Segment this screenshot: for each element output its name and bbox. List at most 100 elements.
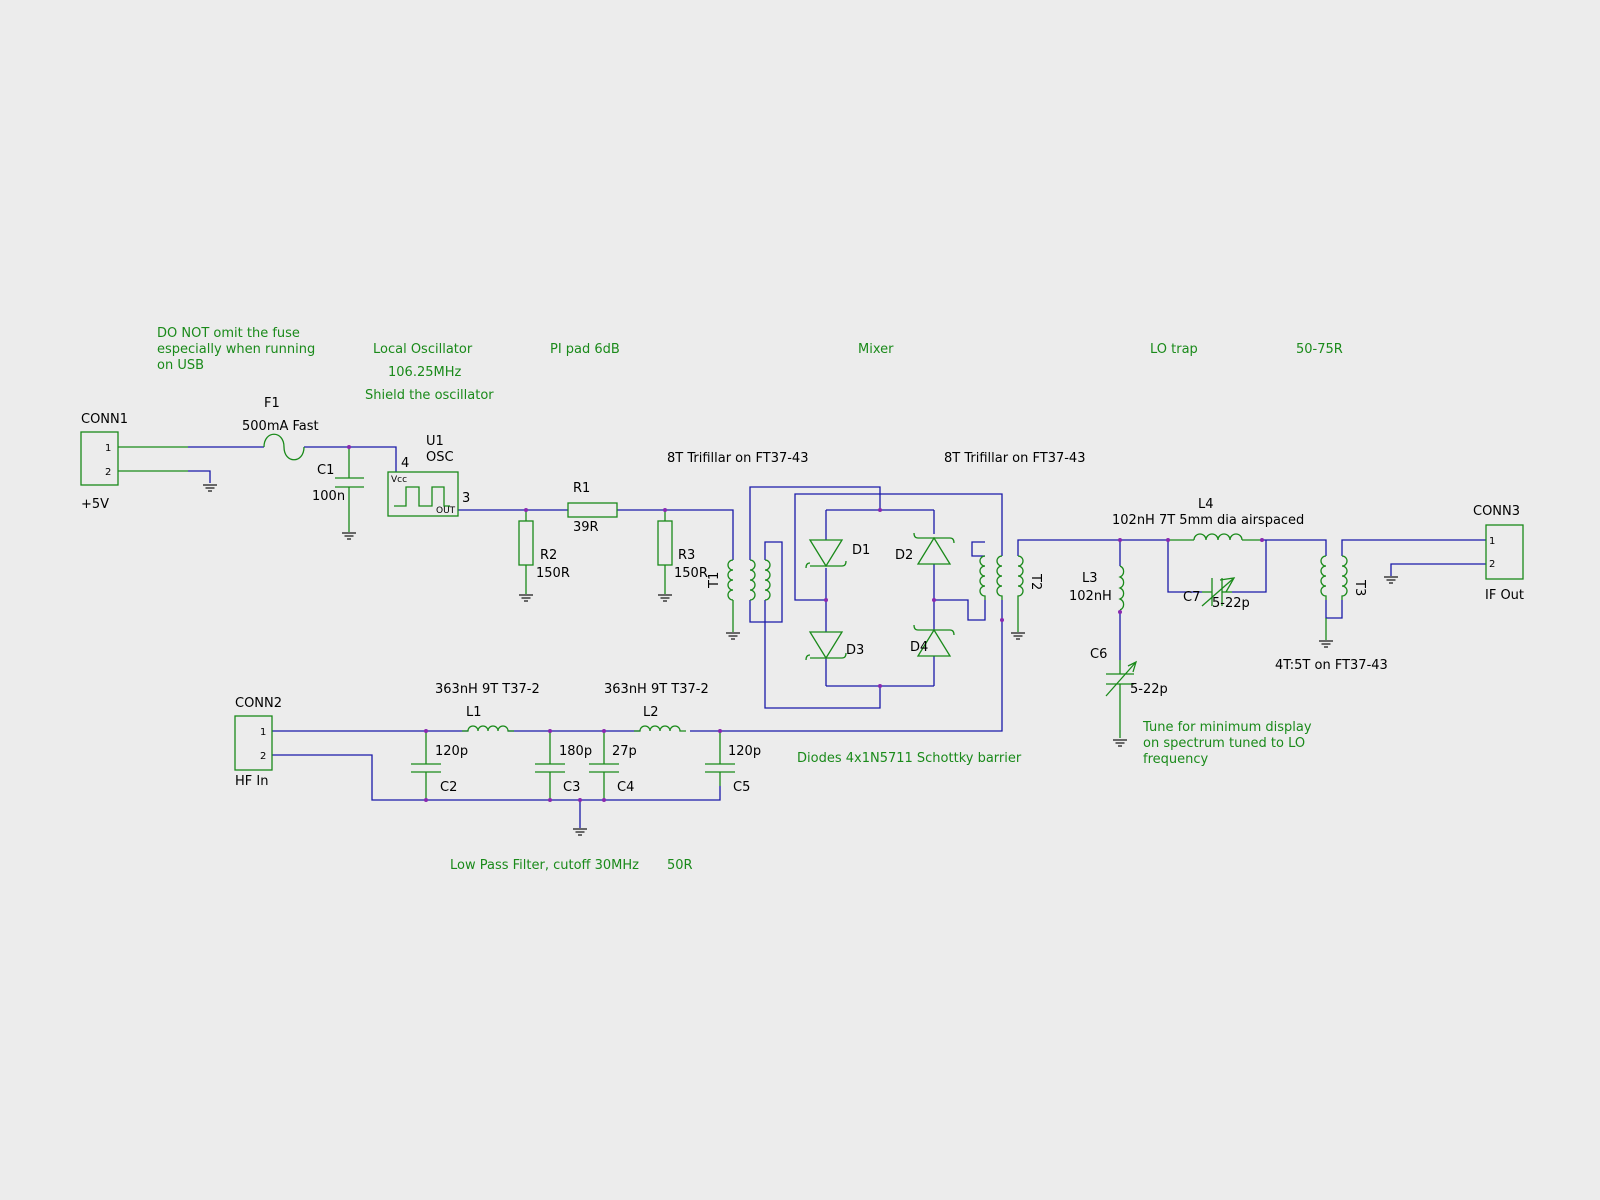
c4-value: 27p — [612, 744, 637, 759]
junction-dot — [1166, 538, 1170, 542]
ground-icon — [518, 594, 534, 602]
r3[interactable]: R3 150R — [657, 510, 708, 594]
l2[interactable]: L2 363nH 9T T37-2 — [604, 682, 709, 732]
d4-body — [916, 628, 952, 657]
lpf-impedance-note: 50R — [667, 858, 693, 873]
r2-body — [518, 520, 534, 566]
t3-ref: T3 — [1352, 579, 1367, 596]
u1-pin3: 3 — [462, 491, 470, 506]
r1-value: 39R — [573, 520, 599, 535]
f1-value: 500mA Fast — [242, 419, 319, 434]
wire-pad-t1 — [617, 509, 734, 560]
c4-ref: C4 — [617, 780, 634, 795]
t1[interactable]: T1 8T Trifillar on FT37-43 — [667, 451, 808, 632]
f1[interactable]: F1 500mA Fast — [242, 396, 319, 461]
l4-value: 102nH 7T 5mm dia airspaced — [1112, 513, 1304, 528]
conn1-value: +5V — [81, 497, 109, 512]
wire-c7-right — [1232, 540, 1267, 593]
conn1-pin1: 1 — [105, 443, 111, 454]
junction-dot — [718, 729, 722, 733]
junction-dot — [424, 798, 428, 802]
junction-dot — [548, 798, 552, 802]
u1-value: OSC — [426, 450, 454, 465]
d4[interactable]: D4 — [910, 624, 955, 657]
conn3-value: IF Out — [1485, 588, 1524, 603]
conn1-pin2: 2 — [105, 467, 111, 478]
c2[interactable]: 120p C2 — [411, 731, 468, 800]
mixer-note: Mixer — [858, 342, 894, 357]
conn2[interactable]: 1 2 CONN2 HF In — [234, 696, 282, 789]
l1-value: 363nH 9T T37-2 — [435, 682, 540, 697]
f1-body — [263, 433, 305, 461]
d2[interactable]: D2 — [895, 532, 955, 565]
r2[interactable]: R2 150R — [518, 510, 570, 594]
t3-value: 4T:5T on FT37-43 — [1275, 658, 1388, 673]
t3-secondary-winding — [1341, 555, 1348, 600]
wire-t1-sec-loop — [749, 541, 783, 623]
junction-dot — [663, 508, 667, 512]
l3[interactable]: L3 102nH — [1069, 565, 1125, 611]
c5[interactable]: 120p C5 — [705, 731, 761, 795]
ground-icon — [725, 632, 741, 640]
junction-dot — [878, 508, 882, 512]
c3[interactable]: 180p C3 — [535, 731, 592, 800]
l4[interactable]: L4 102nH 7T 5mm dia airspaced — [1112, 497, 1304, 541]
wire-t3-to-conn3 — [1341, 539, 1486, 556]
junction-dot — [1118, 610, 1122, 614]
c7-ref: C7 — [1183, 590, 1200, 605]
t2[interactable]: T2 8T Trifillar on FT37-43 — [944, 451, 1085, 632]
r3-ref: R3 — [678, 548, 695, 563]
t2-primary-winding — [979, 555, 986, 600]
ground-icon — [1112, 739, 1128, 747]
conn2-body — [234, 715, 273, 771]
f1-ref: F1 — [264, 396, 280, 411]
junction-dot — [602, 729, 606, 733]
u1-pin4: 4 — [401, 456, 409, 471]
ground-icon — [572, 828, 588, 836]
junction-dot — [1118, 538, 1122, 542]
impedance-match-note: 50-75R — [1296, 342, 1343, 357]
c2-value: 120p — [435, 744, 468, 759]
junction-dot — [602, 798, 606, 802]
t1-value: 8T Trifillar on FT37-43 — [667, 451, 808, 466]
c5-ref: C5 — [733, 780, 750, 795]
fuse-warning-line-2: especially when running — [157, 342, 315, 357]
d4-ref: D4 — [910, 640, 928, 655]
fuse-warning-line-3: on USB — [157, 358, 204, 373]
d2-body — [916, 536, 952, 565]
u1[interactable]: Vcc OUT 4 3 U1 OSC — [387, 434, 470, 517]
c3-ref: C3 — [563, 780, 580, 795]
r1[interactable]: R1 39R — [567, 481, 618, 535]
t3[interactable]: T3 4T:5T on FT37-43 — [1275, 555, 1388, 673]
c6-value: 5-22p — [1130, 682, 1168, 697]
d1[interactable]: D1 — [805, 539, 870, 569]
lpf-note: Low Pass Filter, cutoff 30MHz — [450, 858, 639, 873]
c6[interactable]: C6 5-22p — [1090, 647, 1168, 738]
conn1-ref: CONN1 — [81, 412, 128, 427]
wire-lpf-ground — [272, 754, 721, 801]
c7[interactable]: C7 5-22p — [1183, 577, 1250, 611]
t2-value: 8T Trifillar on FT37-43 — [944, 451, 1085, 466]
ground-icon — [202, 484, 218, 492]
r1-ref: R1 — [573, 481, 590, 496]
ground-icon — [1318, 640, 1334, 648]
shield-note: Shield the oscillator — [365, 388, 494, 403]
ground-icon — [1010, 632, 1026, 640]
c4[interactable]: 27p C4 — [589, 731, 637, 800]
r2-ref: R2 — [540, 548, 557, 563]
c6-ref: C6 — [1090, 647, 1107, 662]
d2-cathode — [913, 532, 955, 544]
c1-value: 100n — [312, 489, 345, 504]
conn2-pin1: 1 — [260, 727, 266, 738]
conn1[interactable]: 1 2 CONN1 +5V — [80, 412, 188, 512]
conn3[interactable]: 1 2 CONN3 IF Out — [1473, 504, 1524, 603]
d3[interactable]: D3 — [805, 631, 864, 661]
c1[interactable]: C1 100n — [312, 447, 364, 532]
wire-t1-to-bridge-bottom — [764, 600, 881, 709]
u1-out-pin: OUT — [436, 506, 456, 516]
wire-d1d3-to-t2 — [794, 493, 1003, 601]
conn3-body — [1485, 524, 1524, 580]
junctions — [347, 445, 1264, 802]
wire-t2-to-l4 — [1017, 539, 1168, 556]
l1[interactable]: L1 363nH 9T T37-2 — [435, 682, 540, 732]
